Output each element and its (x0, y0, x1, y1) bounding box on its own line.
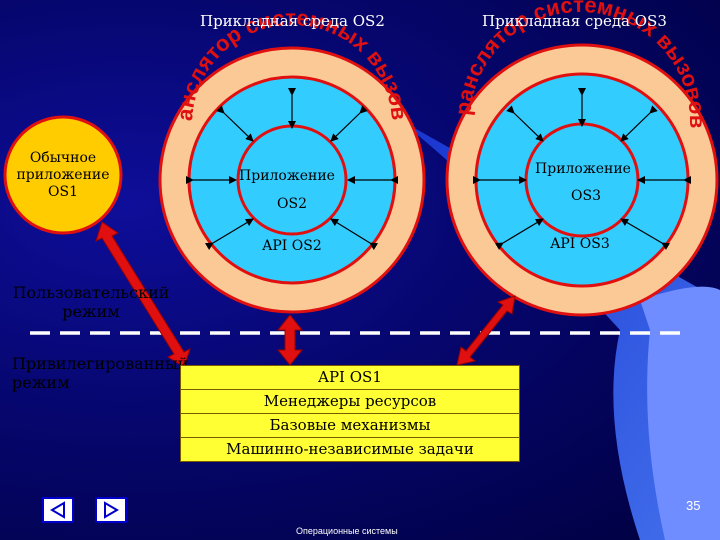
user-mode-line2: режим (62, 302, 120, 321)
nav-back-button[interactable] (42, 497, 74, 523)
user-mode-line1: Пользовательский (12, 283, 170, 302)
os3-kernel-arrow (456, 295, 516, 366)
nav-forward-icon (104, 501, 119, 519)
os3-env-title: Прикладная среда OS3 (482, 12, 667, 30)
privileged-mode-line2: режим (12, 373, 70, 392)
kernel-layer-machine-independent: Машинно-независимые задачи (180, 437, 520, 462)
os3-api-label: API OS3 (550, 236, 610, 252)
os1-app-line3: OS1 (48, 184, 78, 200)
os2-name-label: OS2 (277, 196, 307, 212)
os1-kernel-stack: API OS1 Менеджеры ресурсов Базовые механ… (180, 365, 520, 462)
os3-environment (445, 43, 719, 317)
os2-api-label: API OS2 (262, 238, 322, 254)
os1-app-circle (3, 115, 123, 235)
kernel-layer-resource-managers: Менеджеры ресурсов (180, 389, 520, 414)
os3-arrows (473, 88, 691, 251)
decorative-streak (400, 120, 720, 540)
privileged-mode-label: Привилегированный режим (12, 354, 188, 392)
os2-app-label: Приложение (239, 168, 335, 184)
page-number: 35 (686, 498, 701, 513)
nav-forward-button[interactable] (95, 497, 127, 523)
os2-environment (158, 46, 426, 314)
kernel-layer-base-mechanisms: Базовые механизмы (180, 413, 520, 438)
decorative-streak-light (640, 286, 720, 540)
os2-arrows (186, 88, 398, 251)
user-mode-label: Пользовательский режим (6, 283, 176, 321)
os3-app-label: Приложение (535, 161, 631, 177)
red-arrows (95, 221, 516, 368)
footer-text: Операционные системы (296, 526, 398, 536)
os1-app-line2: приложение (16, 167, 110, 183)
os1-app-line1: Обычное (29, 150, 97, 166)
os3-name-label: OS3 (571, 188, 601, 204)
os1-app-label: Обычное приложение OS1 (8, 150, 118, 201)
kernel-layer-api: API OS1 (180, 365, 520, 390)
os2-kernel-arrow (276, 314, 304, 366)
privileged-mode-line1: Привилегированный (12, 354, 189, 373)
os2-env-title: Прикладная среда OS2 (200, 12, 385, 30)
nav-back-icon (50, 501, 65, 519)
